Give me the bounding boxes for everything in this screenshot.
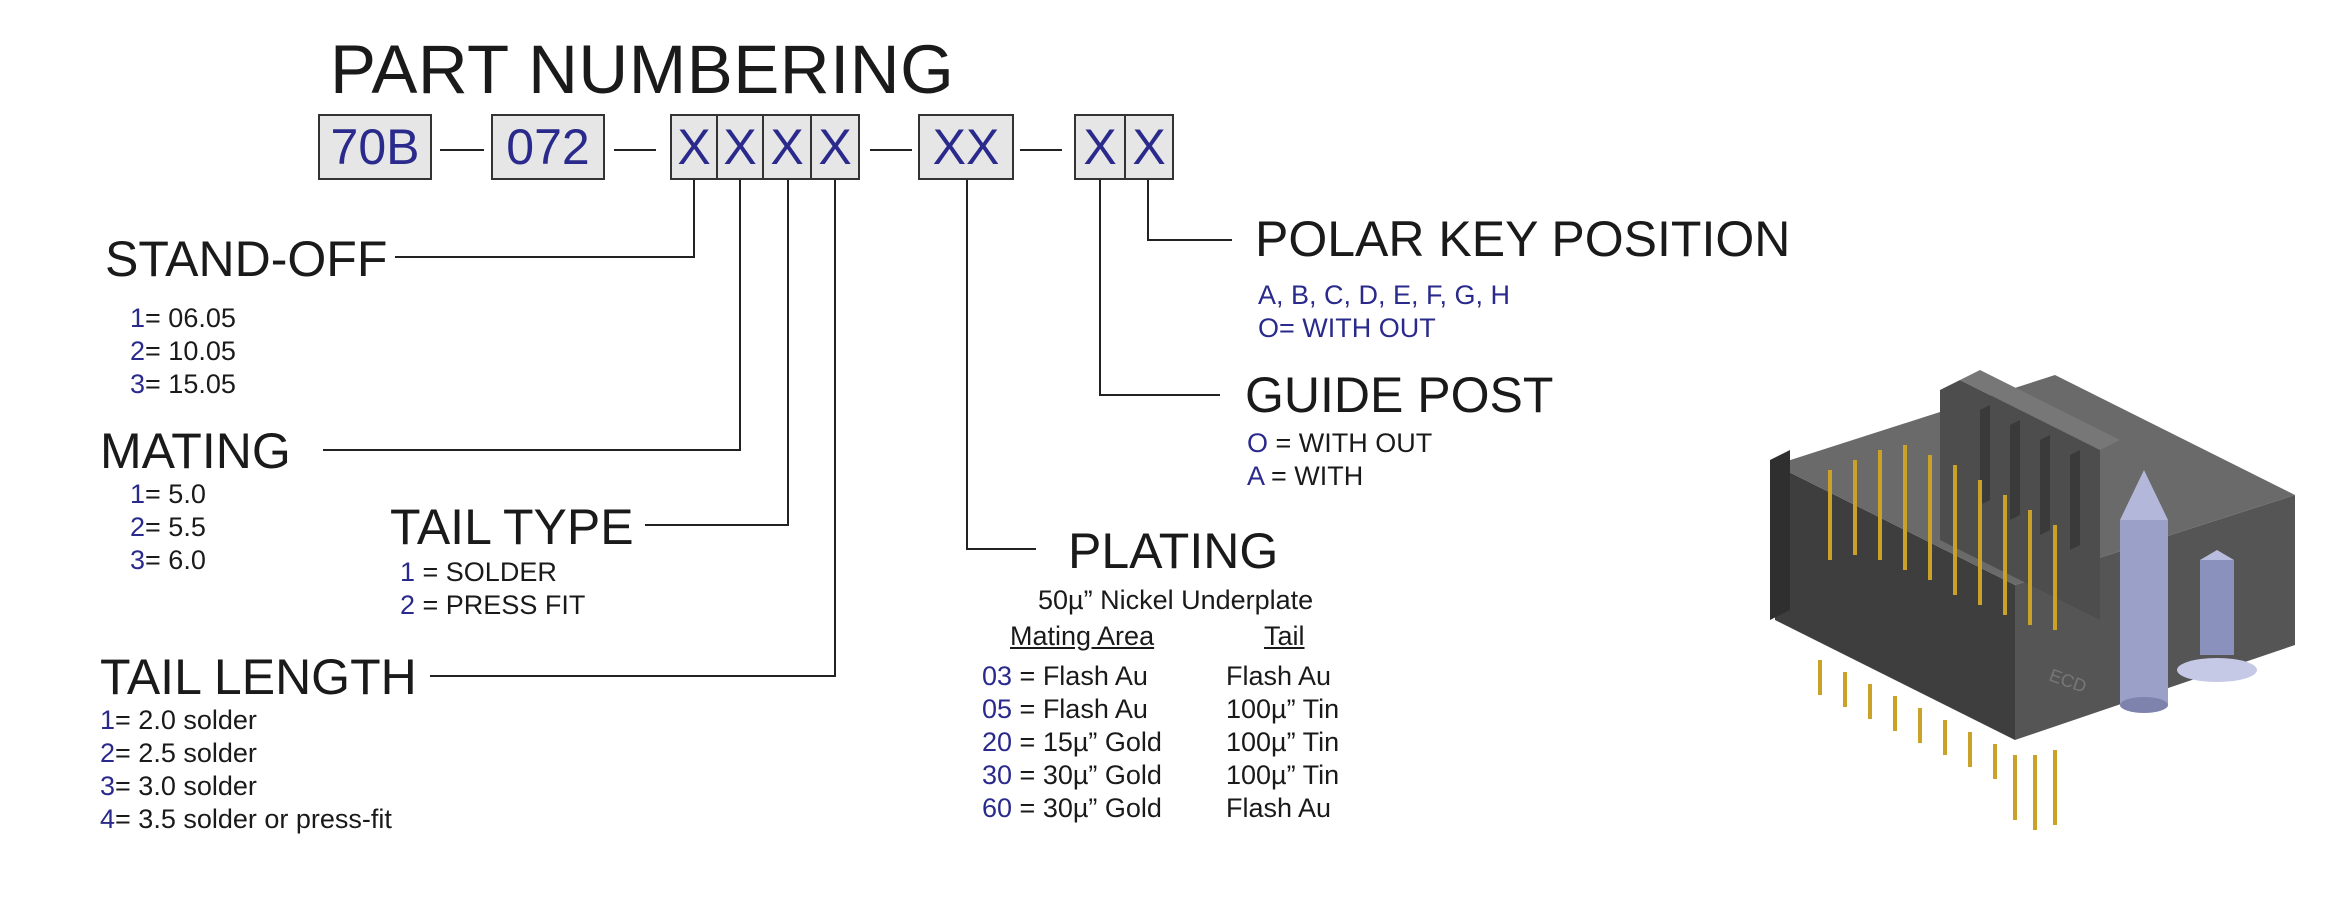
polar-key-positions: A, B, C, D, E, F, G, H [1258, 280, 1511, 310]
polar-key-heading: POLAR KEY POSITION [1255, 211, 1791, 267]
plating-tail: 100µ” Tin [1226, 760, 1340, 790]
option-row: A = WITH [1247, 460, 1432, 493]
plating-code: 60 [982, 793, 1013, 823]
option-code: 1 [130, 479, 146, 509]
plating-tail-list: Flash Au 100µ” Tin 100µ” Tin 100µ” Tin F… [1226, 660, 1339, 825]
stand-off-options: 1= 06.05 2= 10.05 3= 15.05 [130, 302, 236, 401]
guide-post-box: X [1074, 114, 1126, 180]
option-code: A [1247, 461, 1264, 491]
plating-subheading: 50µ” Nickel Underplate [1038, 585, 1314, 615]
tail-length-heading: TAIL LENGTH [100, 649, 417, 705]
option-row: 4= 3.5 solder or press-fit [100, 803, 392, 836]
option-text: = 15.05 [145, 369, 236, 399]
plating-col-tail: Tail [1264, 621, 1305, 651]
plating-row: 30 = 30µ” Gold [982, 759, 1162, 792]
plating-row: 20 = 15µ” Gold [982, 726, 1162, 759]
option-text: = 2.0 solder [115, 705, 257, 735]
option-row: 2= 10.05 [130, 335, 236, 368]
option-code: 4 [100, 804, 116, 834]
stand-off-box: X [670, 114, 718, 180]
option-text: = 3.0 solder [115, 771, 257, 801]
option-text: = WITH OUT [1268, 428, 1433, 458]
plating-row: 05 = Flash Au [982, 693, 1162, 726]
tail-type-heading: TAIL TYPE [390, 499, 634, 555]
option-code: 3 [100, 771, 116, 801]
option-code: 3 [130, 369, 146, 399]
plating-mating: = Flash Au [1012, 694, 1148, 724]
option-text: = PRESS FIT [415, 590, 586, 620]
option-text: = SOLDER [415, 557, 557, 587]
plating-code: 30 [982, 760, 1013, 790]
option-code: O [1247, 428, 1269, 458]
option-row: 1= 5.0 [130, 478, 206, 511]
option-text: = 5.5 [145, 512, 206, 542]
option-code: 2 [100, 738, 116, 768]
stand-off-heading: STAND-OFF [105, 231, 388, 287]
tail-length-options: 1= 2.0 solder 2= 2.5 solder 3= 3.0 solde… [100, 704, 392, 836]
plating-col-mating: Mating Area [1010, 621, 1155, 651]
tail-type-options: 1 = SOLDER 2 = PRESS FIT [400, 556, 585, 622]
plating-tail: 100µ” Tin [1226, 727, 1340, 757]
tail-type-box: X [762, 114, 812, 180]
plating-mating: = Flash Au [1012, 661, 1148, 691]
option-row: 1 = SOLDER [400, 556, 585, 589]
plating-tail: Flash Au [1226, 661, 1332, 691]
plating-code: 05 [982, 694, 1013, 724]
part-prefix-box: 70B [318, 114, 432, 180]
option-code: 3 [130, 545, 146, 575]
plating-box: XX [918, 114, 1014, 180]
page-title: PART NUMBERING [330, 31, 955, 108]
polar-key-without: O= WITH OUT [1258, 313, 1436, 343]
option-text: = 5.0 [145, 479, 206, 509]
option-row: 3= 3.0 solder [100, 770, 392, 803]
plating-mating: = 15µ” Gold [1012, 727, 1162, 757]
connector-illustration: ECD [1770, 370, 2295, 830]
option-text: = 06.05 [145, 303, 236, 333]
option-row: 2= 5.5 [130, 511, 206, 544]
option-text: = WITH [1263, 461, 1364, 491]
option-code: 2 [130, 336, 146, 366]
option-row: 1= 2.0 solder [100, 704, 392, 737]
option-row: 2= 2.5 solder [100, 737, 392, 770]
plating-tail: 100µ” Tin [1226, 694, 1340, 724]
plating-code: 20 [982, 727, 1013, 757]
plating-mating: = 30µ” Gold [1012, 793, 1162, 823]
mating-options: 1= 5.0 2= 5.5 3= 6.0 [130, 478, 206, 577]
option-row: 2 = PRESS FIT [400, 589, 585, 622]
mating-heading: MATING [100, 423, 291, 479]
mating-box: X [716, 114, 764, 180]
option-code: 2 [400, 590, 416, 620]
plating-mating-list: 03 = Flash Au 05 = Flash Au 20 = 15µ” Go… [982, 660, 1162, 825]
option-code: 1 [100, 705, 116, 735]
option-row: 3= 15.05 [130, 368, 236, 401]
option-code: 1 [130, 303, 146, 333]
plating-mating: = 30µ” Gold [1012, 760, 1162, 790]
option-row: 3= 6.0 [130, 544, 206, 577]
part-series-box: 072 [491, 114, 605, 180]
plating-code: 03 [982, 661, 1013, 691]
option-text: = 3.5 solder or press-fit [115, 804, 392, 834]
option-text: = 6.0 [145, 545, 206, 575]
guide-post-heading: GUIDE POST [1245, 367, 1554, 423]
guide-post-options: O = WITH OUT A = WITH [1247, 427, 1432, 493]
polar-key-box: X [1124, 114, 1174, 180]
option-code: 2 [130, 512, 146, 542]
tail-length-box: X [810, 114, 860, 180]
polar-key-options: A, B, C, D, E, F, G, H O= WITH OUT [1258, 279, 1510, 345]
plating-row: 03 = Flash Au [982, 660, 1162, 693]
option-text: = 10.05 [145, 336, 236, 366]
option-text: = 2.5 solder [115, 738, 257, 768]
plating-tail: Flash Au [1226, 793, 1332, 823]
plating-row: 60 = 30µ” Gold [982, 792, 1162, 825]
option-code: 1 [400, 557, 416, 587]
option-row: 1= 06.05 [130, 302, 236, 335]
option-row: O = WITH OUT [1247, 427, 1432, 460]
plating-heading: PLATING [1068, 523, 1279, 579]
